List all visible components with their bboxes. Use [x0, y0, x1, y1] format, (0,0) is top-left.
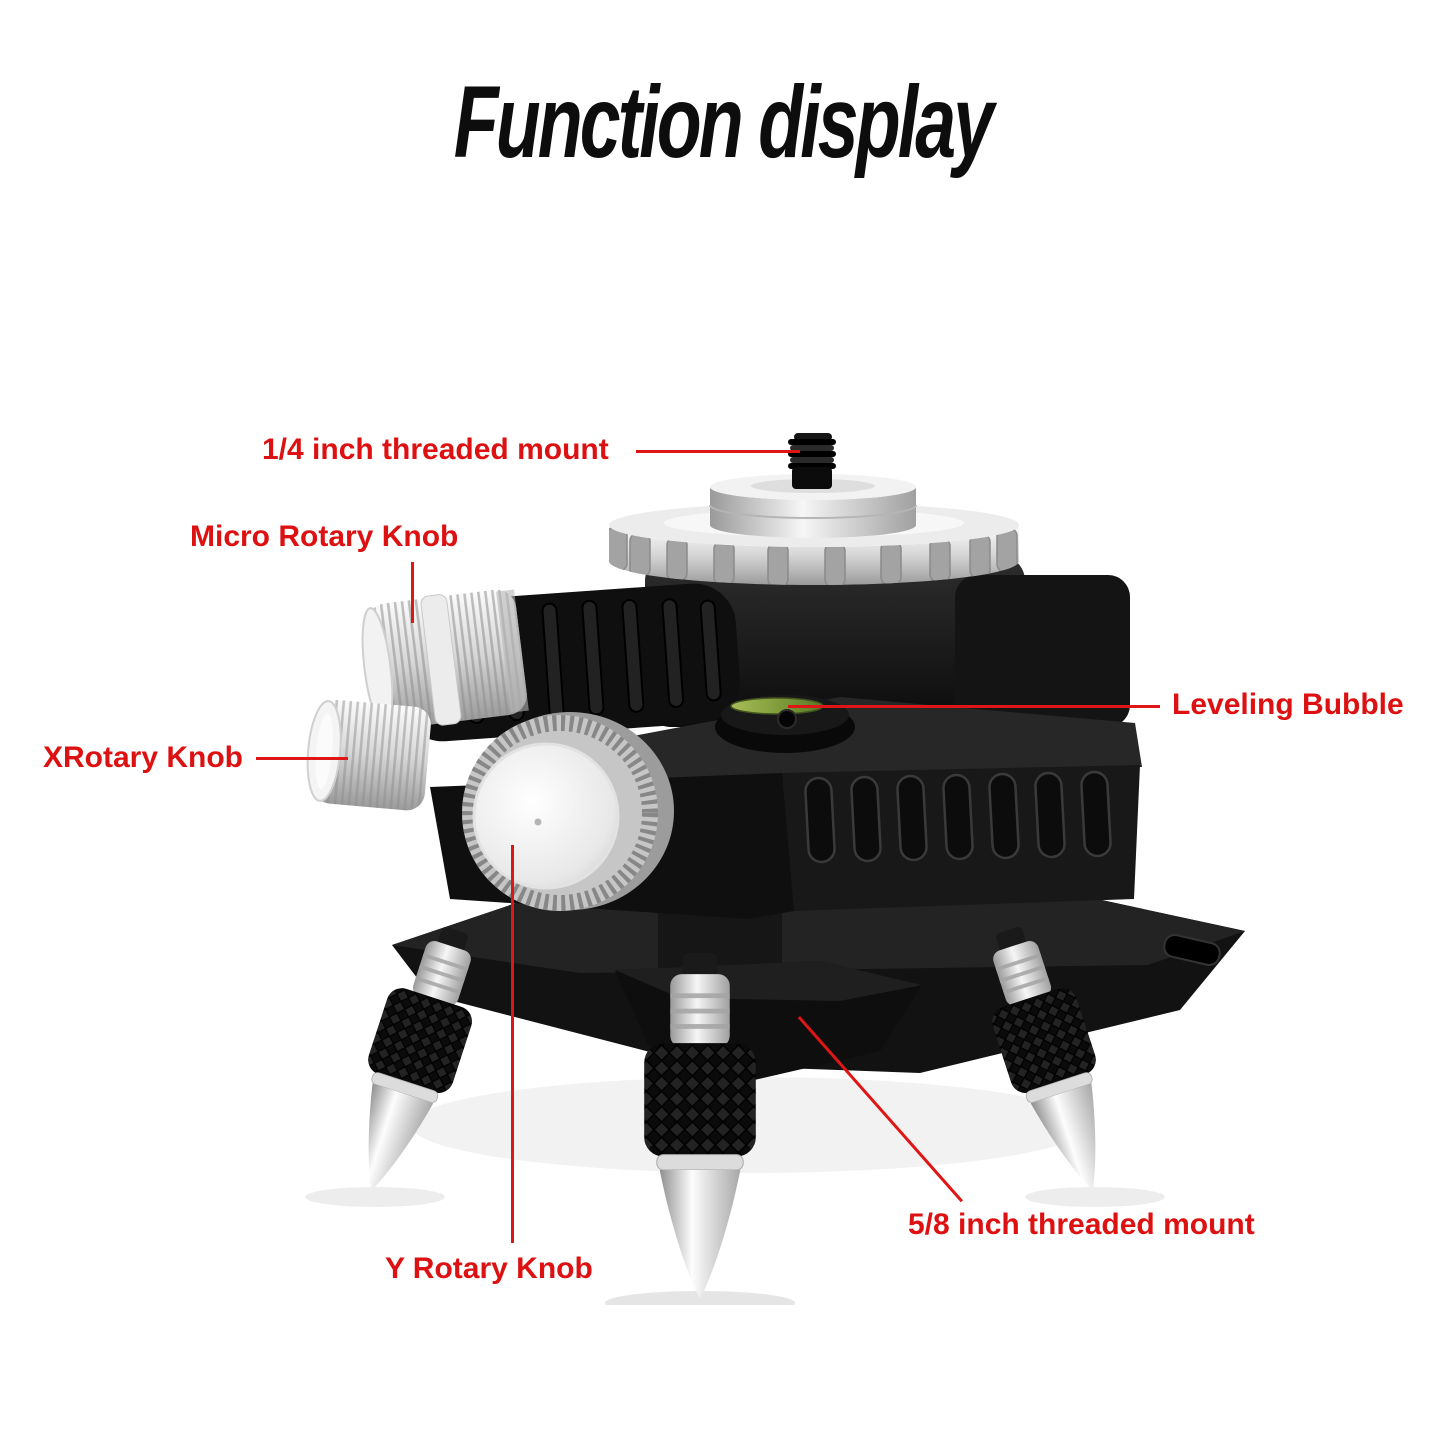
x-rotary-knob — [306, 699, 431, 811]
base-arm-slot — [1163, 933, 1221, 967]
annotation-micro-rotary-knob-label: Micro Rotary Knob — [190, 520, 459, 553]
annotation-quarter-mount-label: 1/4 inch threaded mount — [262, 433, 609, 466]
leader-line-x-knob — [256, 757, 348, 760]
leader-line-leveling-bubble — [788, 705, 1160, 708]
annotation-leveling-bubble-label: Leveling Bubble — [1172, 688, 1404, 721]
leader-line-quarter-mount — [636, 450, 800, 453]
y-rotary-knob — [462, 712, 674, 911]
leader-line-y-knob — [511, 845, 514, 1243]
annotation-five-eighths-mount-label: 5/8 inch threaded mount — [908, 1208, 1255, 1241]
quarter-inch-screw — [788, 433, 836, 489]
tripod-adapter-illustration — [305, 433, 1245, 1305]
annotation-x-rotary-knob-label: XRotary Knob — [43, 741, 244, 774]
annotation-y-rotary-knob-label: Y Rotary Knob — [385, 1252, 593, 1285]
leveling-bubble — [715, 695, 855, 753]
page-title: Function display — [453, 65, 994, 179]
body-rib-slots — [804, 770, 1112, 864]
micro-rotary-knob — [361, 589, 529, 729]
body-neck — [645, 555, 1130, 727]
leader-line-micro-knob — [411, 562, 414, 623]
